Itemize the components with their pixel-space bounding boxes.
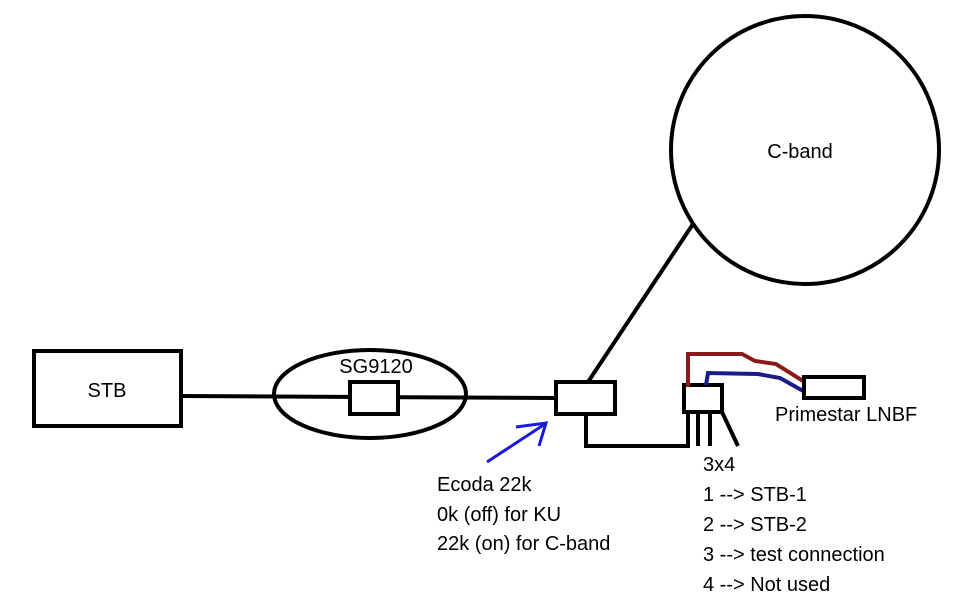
multiswitch-cable [584,412,690,448]
sg9120-ellipse [272,348,468,440]
red-lnbf-wire [686,352,805,387]
lnbf-box [802,375,866,400]
ecoda-arrow-head [515,421,549,447]
stb-label: STB [88,380,127,402]
sg9120-box [348,380,400,416]
ecoda-line-1: 0k (off) for KU [437,504,561,526]
port-3: 3 --> test connection [703,544,885,566]
cband-label: C-band [767,141,833,163]
blue-lnbf-wire [704,370,806,394]
port-1: 1 --> STB-1 [703,484,807,506]
ecoda-title: Ecoda 22k [437,474,533,496]
port-4: 4 --> Not used [703,574,830,596]
port-2: 2 --> STB-2 [703,514,807,536]
multiswitch-box [682,383,724,414]
dish-cable [586,222,695,384]
ecoda-box [554,380,617,416]
multiswitch-leg-3 [720,411,740,447]
sg9120-label: SG9120 [339,356,412,378]
ecoda-line-2: 22k (on) for C-band [437,533,610,555]
stb-box [32,349,183,428]
lnbf-label: Primestar LNBF [775,404,917,426]
ecoda-arrow-shaft [486,422,546,464]
multiswitch-label: 3x4 [703,454,735,476]
cband-dish [669,14,941,286]
